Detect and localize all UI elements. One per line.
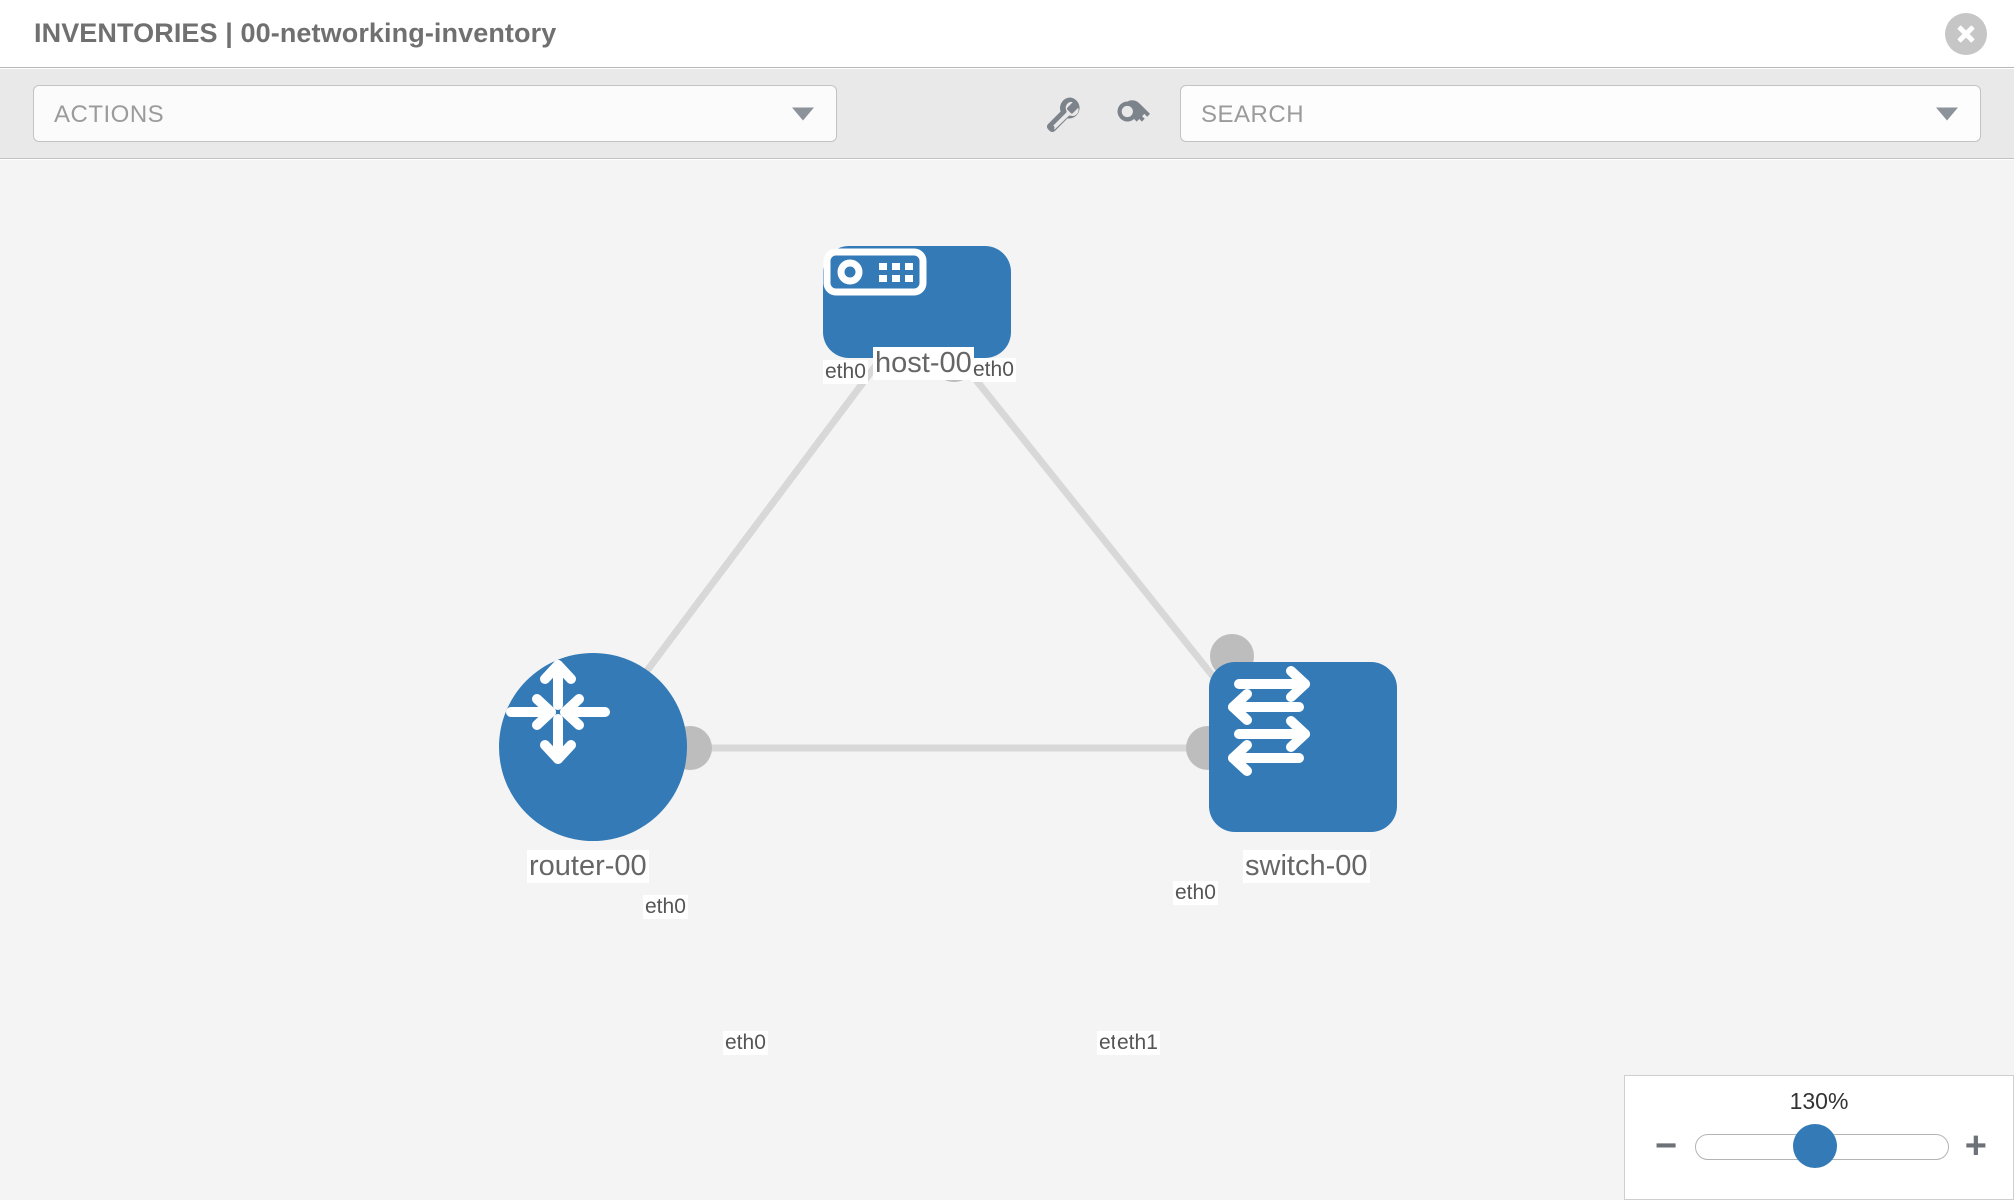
router-arrows-icon <box>506 660 610 764</box>
node-router-00-label: router-00 <box>527 850 649 884</box>
actions-dropdown-label: ACTIONS <box>54 101 165 128</box>
node-switch-00-label: switch-00 <box>1243 850 1370 884</box>
node-switch-00-shape[interactable] <box>1209 662 1397 832</box>
zoom-control-panel: 130% − + <box>1624 1075 2014 1200</box>
chevron-down-icon <box>792 107 814 120</box>
topology-canvas[interactable]: host-00 eth0 eth0 <box>0 160 2014 1200</box>
iface-label-host-left: eth0 <box>823 360 868 385</box>
topology-links <box>607 357 1251 752</box>
key-icon[interactable] <box>1110 91 1156 137</box>
switch-arrows-icon <box>1228 666 1310 776</box>
iface-label-host-right: eth0 <box>971 358 1016 383</box>
iface-label-switch-up: eth0 <box>1173 881 1218 906</box>
page-title: INVENTORIES | 00-networking-inventory <box>34 18 557 48</box>
iface-label-router-right: eth0 <box>723 1031 768 1056</box>
node-router-00[interactable] <box>499 653 687 841</box>
node-host-00-shape[interactable] <box>823 246 1011 358</box>
topology-graph: host-00 eth0 eth0 <box>0 160 2014 1200</box>
close-icon[interactable] <box>1945 13 1987 55</box>
node-switch-00[interactable] <box>1209 662 1397 832</box>
zoom-out-button[interactable]: − <box>1655 1125 1678 1167</box>
node-host-00-label: host-00 <box>873 347 974 381</box>
toolbar: ACTIONS SEARCH <box>0 69 2014 159</box>
iface-label-switch-left: eth1 <box>1115 1031 1160 1056</box>
zoom-slider-thumb[interactable] <box>1793 1124 1837 1168</box>
node-host-00[interactable] <box>823 246 1011 358</box>
search-input[interactable]: SEARCH <box>1180 85 1981 142</box>
link-host-switch <box>957 357 1251 723</box>
iface-label-router-up: eth0 <box>643 895 688 920</box>
zoom-in-button[interactable]: + <box>1964 1125 1987 1167</box>
link-host-router <box>607 357 883 723</box>
window-header: INVENTORIES | 00-networking-inventory <box>0 0 2014 68</box>
actions-dropdown[interactable]: ACTIONS <box>33 85 837 142</box>
node-router-00-shape[interactable] <box>499 653 687 841</box>
chevron-down-icon <box>1936 107 1958 120</box>
zoom-level-label: 130% <box>1789 1088 1849 1114</box>
server-icon <box>823 248 927 296</box>
wrench-icon[interactable] <box>1039 91 1085 137</box>
search-placeholder: SEARCH <box>1201 101 1305 128</box>
